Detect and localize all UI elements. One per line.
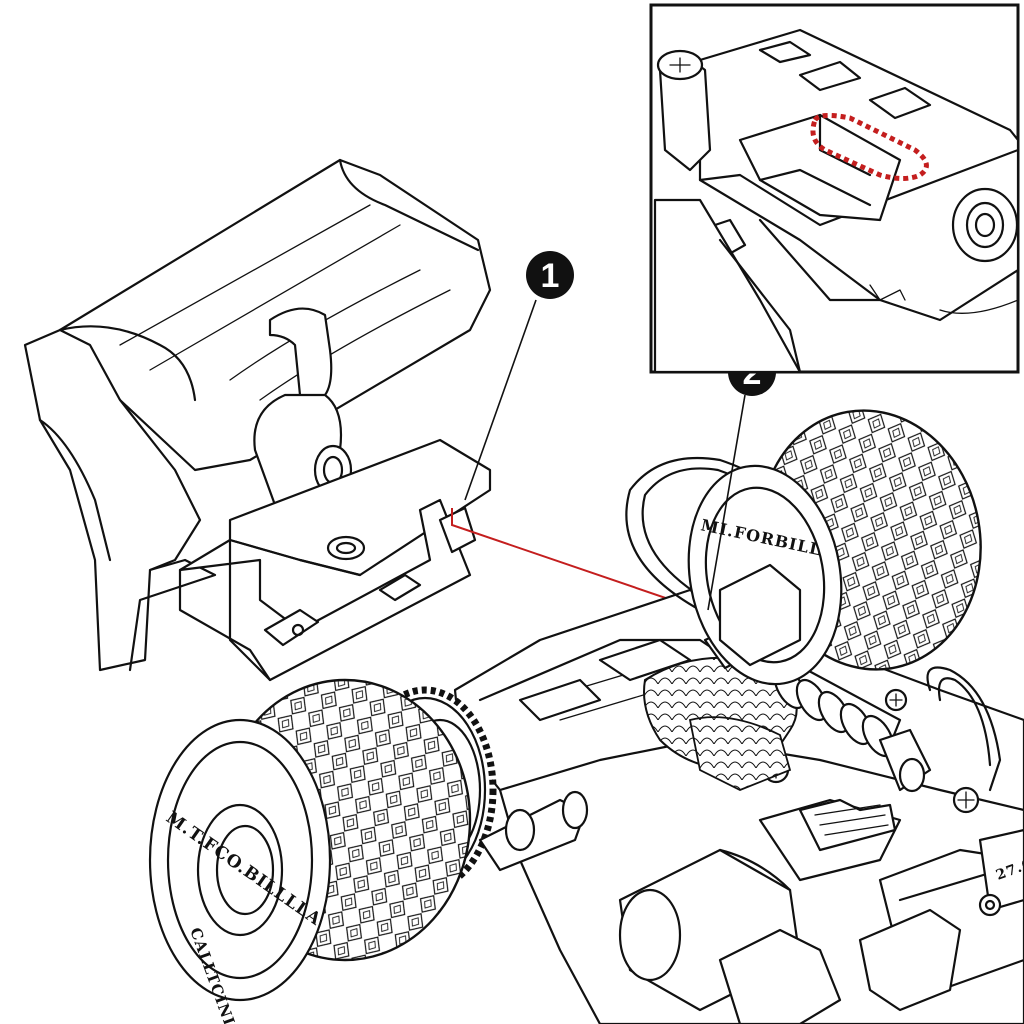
- rear-right-tire: MI.FORBILL: [687, 409, 982, 686]
- detail-inset: [649, 3, 1020, 374]
- chassis: 27.0: [453, 588, 1024, 1024]
- rear-axle: [478, 790, 589, 872]
- callout-1: 1: [464, 251, 574, 501]
- highlight-mark: [810, 112, 929, 181]
- rear-wing: [23, 158, 492, 682]
- rear-left-tire: M.T.FCO.BILLLLA CALLTCINLO: [148, 678, 472, 1024]
- callout-1-number: 1: [541, 257, 560, 295]
- pivot-plate: [643, 656, 798, 791]
